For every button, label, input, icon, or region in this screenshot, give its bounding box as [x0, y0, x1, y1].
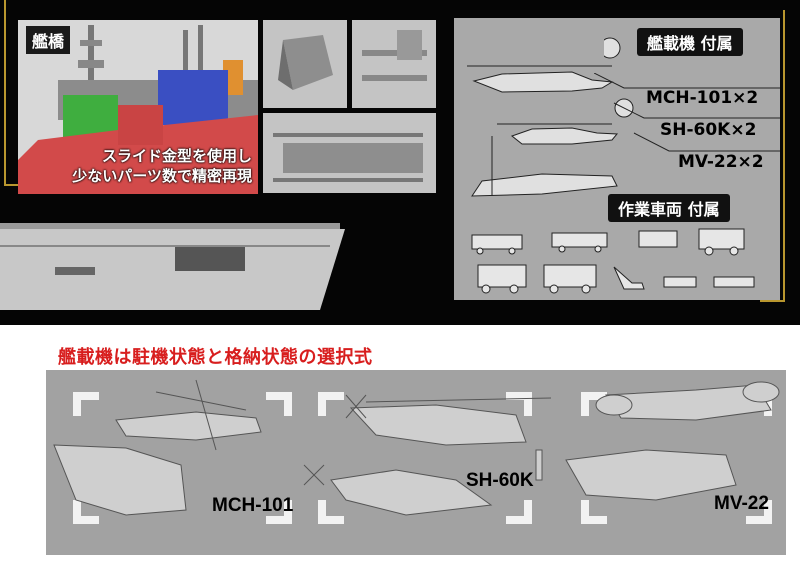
- bracket-corner: [318, 500, 344, 524]
- vehicles-header: 作業車両 付属: [608, 194, 730, 222]
- bridge-caption: スライド金型を使用し 少ないパーツ数で精密再現: [72, 146, 252, 186]
- model-label-mch101: MCH-101: [212, 495, 294, 516]
- aircraft-options-panel: MCH-101 SH-60K MV-22: [46, 370, 786, 555]
- bracket-corner: [73, 500, 99, 524]
- part-thumbnail: [263, 20, 347, 108]
- bridge-caption-line-2: 少ないパーツ数で精密再現: [72, 167, 252, 185]
- model-label-mv22: MV-22: [714, 493, 769, 514]
- model-label-sh60k: SH-60K: [466, 470, 534, 491]
- bracket-corner: [581, 500, 607, 524]
- aircraft-label-mv22: MV-22×2: [678, 152, 764, 172]
- bracket-corner: [506, 392, 532, 416]
- gold-frame-line: [783, 10, 785, 300]
- bracket-corner: [746, 500, 772, 524]
- gold-frame-line: [4, 184, 18, 186]
- bridge-caption-line-1: スライド金型を使用し: [101, 147, 252, 165]
- ship-hull-image: [0, 205, 350, 325]
- part-thumbnail: [352, 20, 436, 108]
- aircraft-header: 艦載機 付属: [637, 28, 743, 56]
- aircraft-silhouettes: [467, 65, 619, 197]
- part-thumbnail: [263, 113, 436, 193]
- bracket-corner: [266, 500, 292, 524]
- vehicle-icons: [471, 228, 755, 294]
- bracket-corner: [318, 392, 344, 416]
- bracket-corner: [581, 392, 607, 416]
- accessories-panel: 艦載機 付属 MCH-101×2 SH-60K×2 MV-22×2 作業: [454, 18, 780, 300]
- aircraft-label-mch101: MCH-101×2: [646, 88, 759, 108]
- leader-lines: [594, 73, 780, 152]
- bridge-badge: 艦橋: [26, 26, 71, 54]
- bracket-corner: [506, 500, 532, 524]
- gold-frame-line: [760, 300, 785, 302]
- gold-frame-line: [4, 0, 6, 185]
- aircraft-label-sh60k: SH-60K×2: [660, 120, 757, 140]
- bracket-corner: [266, 392, 292, 416]
- bridge-model-photo: 艦橋 スライド金型を使用し 少ないパーツ数で精密再現: [18, 20, 258, 194]
- bottom-headline: 艦載機は駐機状態と格納状態の選択式: [58, 347, 373, 368]
- aircraft-renderings: [53, 379, 780, 516]
- bracket-corner: [73, 392, 99, 416]
